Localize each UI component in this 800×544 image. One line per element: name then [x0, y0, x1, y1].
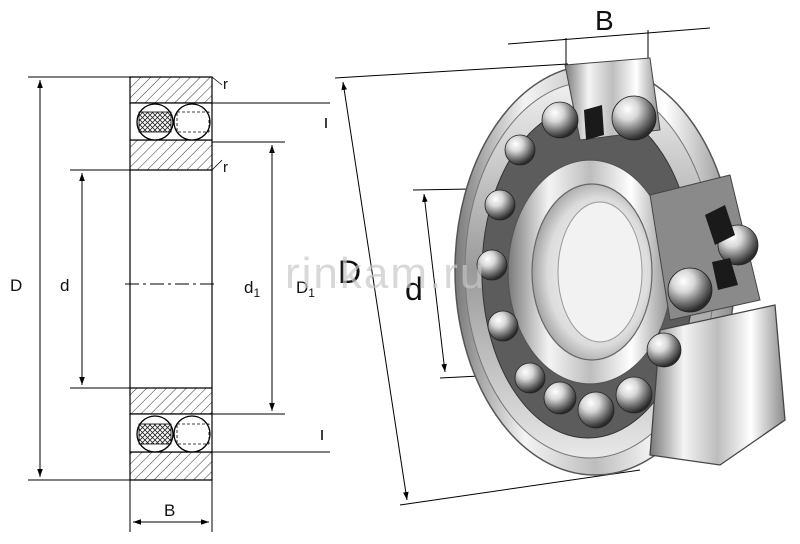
section-drawing: D d d1 D1 B r r	[10, 76, 330, 532]
label-r-mid: r	[223, 159, 228, 176]
dim-D-3d-line	[341, 81, 409, 501]
label-D-render: D	[338, 254, 361, 290]
label-d1: d1	[244, 278, 260, 300]
watermark: rinkam.ru	[285, 249, 486, 298]
label-B-section: B	[164, 501, 175, 520]
label-D: D	[10, 276, 22, 295]
label-r-top: r	[223, 76, 228, 93]
label-d: d	[60, 276, 69, 295]
label-D1: D1	[296, 278, 315, 300]
dim-d-3d-line	[422, 193, 447, 373]
bearing-render: B D d	[334, 5, 786, 506]
label-d-render: d	[405, 271, 423, 307]
label-B-render: B	[595, 5, 614, 36]
